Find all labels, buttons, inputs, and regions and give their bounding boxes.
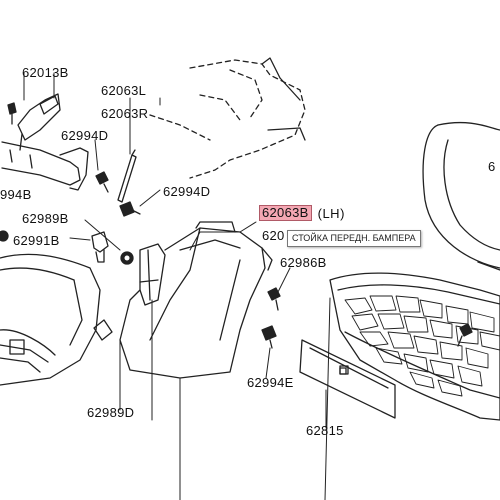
clip-62989b [120,251,134,265]
label-62063l[interactable]: 62063L [101,83,147,98]
screw-62991b [0,230,9,242]
label-62989d[interactable]: 62989D [87,405,135,420]
label-62063r[interactable]: 62063R [101,106,149,121]
bumper-cover-left [0,253,101,386]
selected-part-callout[interactable]: 62063B (LH) [259,205,345,221]
part-name-tooltip: СТОЙКА ПЕРЕДН. БАМПЕРА [287,230,421,247]
bolt-upper-left [7,102,17,125]
screw-grille [457,323,473,347]
label-62994e[interactable]: 62994E [247,375,294,390]
label-62815[interactable]: 62815 [306,423,344,438]
leader-lines [23,72,331,500]
screw-62994d-a [95,171,109,193]
label-62986b[interactable]: 62986B [280,255,327,270]
bumper-side-bracket [119,221,273,379]
lower-molding [299,339,396,419]
label-994b[interactable]: 994B [0,187,32,202]
body-panel-outline [149,57,306,179]
label-620-partial[interactable]: 620 [262,228,285,243]
front-grille [329,272,500,421]
label-6-edge[interactable]: 6 [488,159,496,174]
label-62013b[interactable]: 62013B [22,65,69,80]
clip-62989d [93,319,113,341]
selected-part-side: (LH) [317,205,345,221]
screw-62986b [267,287,281,311]
selected-part-number[interactable]: 62063B [259,205,312,221]
label-62994d-a[interactable]: 62994D [61,128,109,143]
label-62991b[interactable]: 62991B [13,233,60,248]
bumper-cover-right [422,121,500,271]
bumper-stay-rod [117,149,137,203]
screw-62994d-b [119,201,141,217]
screw-62994e [261,325,277,349]
clip-62991b [91,231,109,263]
upper-bracket [1,93,89,191]
label-62989b[interactable]: 62989B [22,211,69,226]
label-62994d-b[interactable]: 62994D [163,184,211,199]
